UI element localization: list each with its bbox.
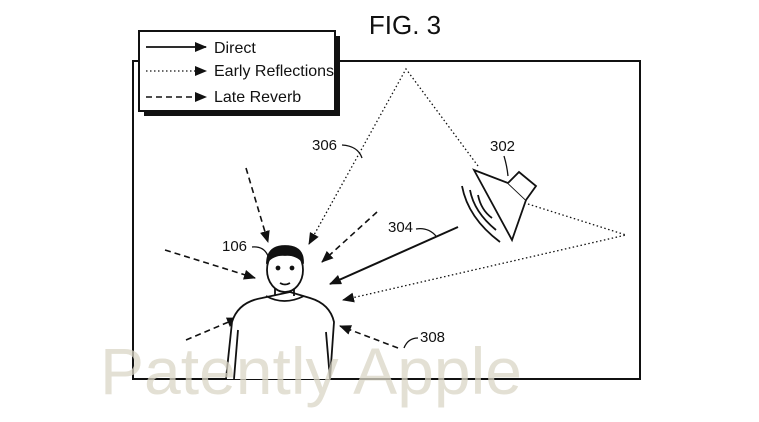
ref-speaker: 302	[490, 138, 515, 155]
legend-early-reflections-label: Early Reflections	[214, 63, 334, 80]
legend-direct-label: Direct	[214, 40, 256, 57]
leader-304	[416, 229, 436, 236]
early-reflection-paths	[309, 69, 626, 300]
watermark: Patently Apple	[100, 334, 522, 408]
ref-direct-path: 304	[388, 219, 413, 236]
cropped-text-remnant: — —	[555, 0, 605, 7]
late-reverb-arrow	[322, 212, 377, 262]
leader-106	[252, 247, 268, 256]
listener-eye	[277, 267, 280, 270]
leader-306	[342, 145, 362, 158]
legend: Direct Early Reflections Late Reverb	[139, 31, 340, 116]
listener-eye	[291, 267, 294, 270]
legend-late-reverb-label: Late Reverb	[214, 89, 301, 106]
late-reverb-arrow	[246, 168, 268, 242]
speaker-302	[462, 170, 536, 242]
figure-title: FIG. 3	[369, 10, 441, 40]
ref-reflection-path: 306	[312, 137, 337, 154]
leader-302	[504, 156, 508, 176]
ref-listener: 106	[222, 238, 247, 255]
